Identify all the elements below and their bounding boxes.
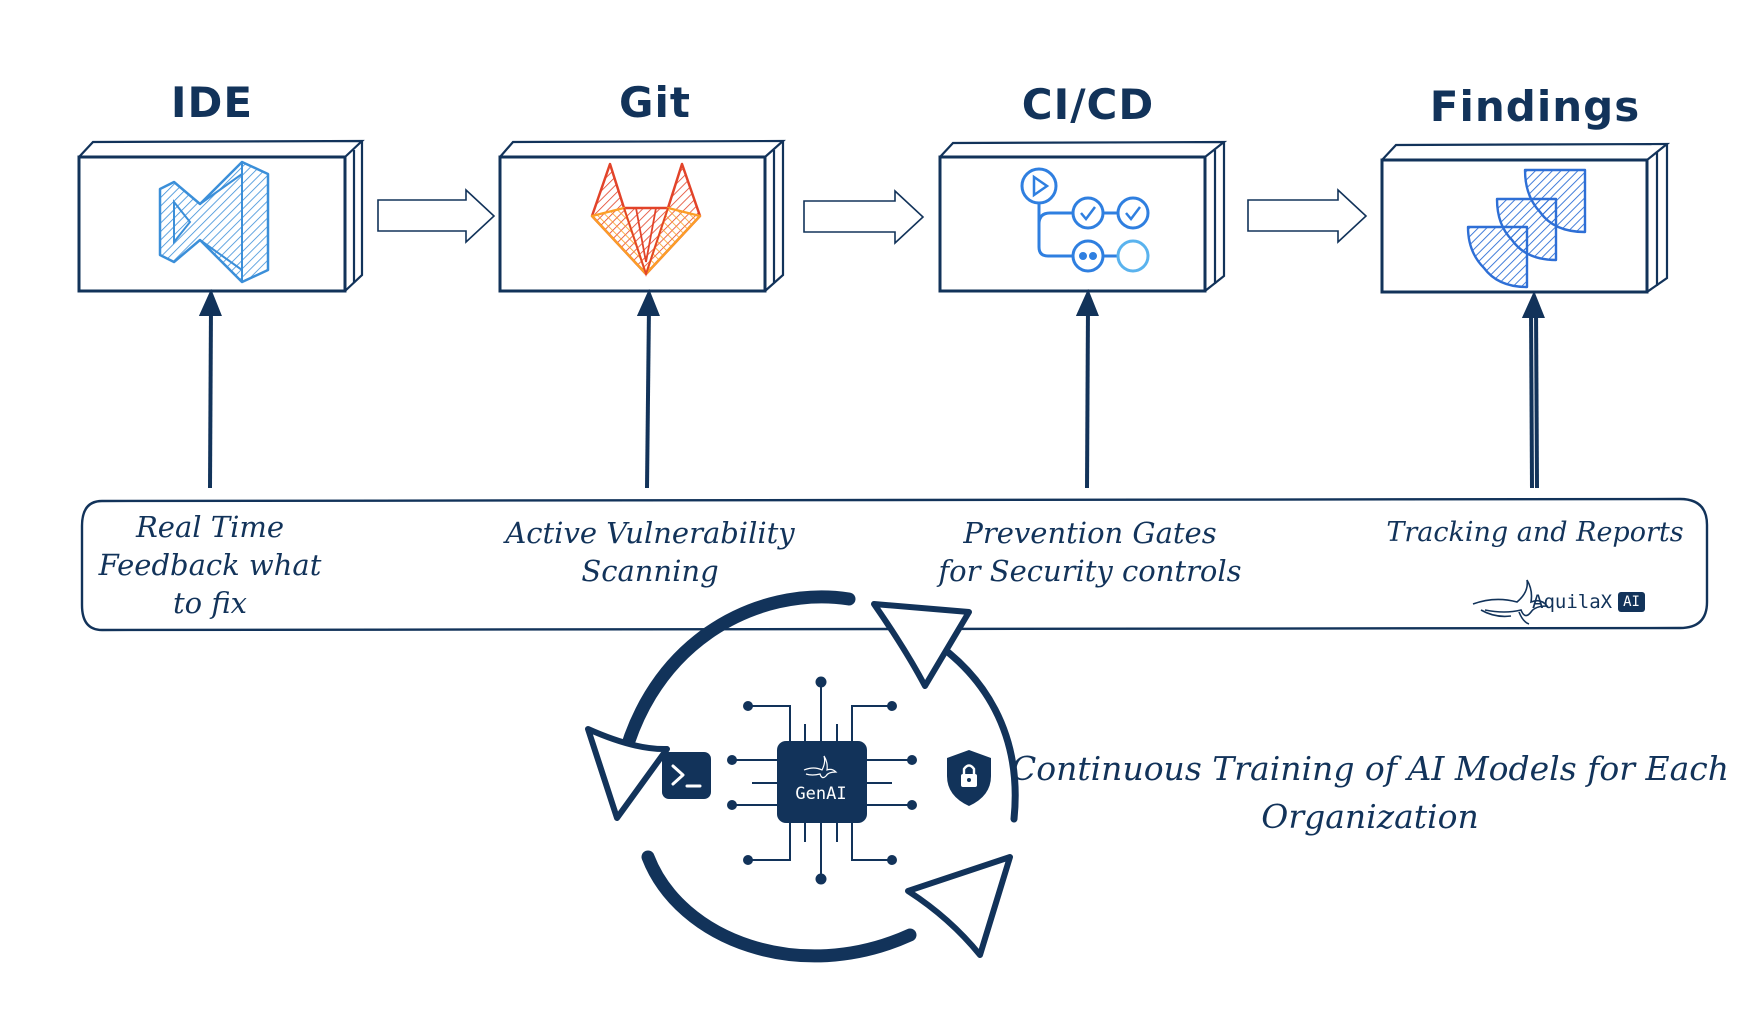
stage-box-cicd xyxy=(938,140,1228,293)
cycle-arrowhead-left xyxy=(585,726,670,821)
cycle-arc-left xyxy=(610,590,856,797)
flow-arrow-1 xyxy=(377,188,496,244)
stage-box-git xyxy=(498,139,786,293)
stage-desc-git: Active Vulnerability Scanning xyxy=(505,516,795,588)
stage-box-ide xyxy=(77,139,365,293)
pipeline-icon xyxy=(1020,167,1150,273)
up-arrow-findings xyxy=(1521,290,1545,489)
brand-logo: AquilaX AI xyxy=(1532,584,1645,620)
capability-band xyxy=(80,497,1709,632)
shield-lock-icon xyxy=(947,750,991,806)
cycle-arrowhead-bottom xyxy=(905,854,1013,958)
stage-title-git: Git xyxy=(619,78,691,127)
chip-eagle-icon xyxy=(803,755,838,779)
eagle-icon xyxy=(1472,579,1549,625)
genai-chip xyxy=(777,741,867,823)
stage-desc-ide: Real Time Feedback what to fix xyxy=(98,510,322,620)
training-caption: Continuous Training of AI Models for Eac… xyxy=(1011,749,1729,836)
up-arrow-git xyxy=(636,288,660,489)
stage-desc-findings: Tracking and Reports xyxy=(1386,517,1684,548)
stage-desc-cicd: Prevention Gates for Security controls xyxy=(938,516,1242,588)
brand-badge: AI xyxy=(1618,592,1645,612)
circuit-traces xyxy=(727,676,917,885)
terminal-icon xyxy=(662,752,711,799)
genai-chip-label: GenAI xyxy=(795,784,847,804)
jira-icon xyxy=(1466,168,1587,289)
up-arrow-cicd xyxy=(1075,288,1099,489)
stage-title-ide: IDE xyxy=(170,78,254,127)
up-arrow-ide xyxy=(198,288,222,489)
brand-name: AquilaX xyxy=(1532,591,1613,613)
training-cycle xyxy=(585,590,1019,963)
stage-title-cicd: CI/CD xyxy=(1021,80,1155,129)
vscode-icon xyxy=(158,160,270,284)
flow-arrow-2 xyxy=(803,189,925,245)
flow-arrow-3 xyxy=(1247,188,1368,244)
stage-title-findings: Findings xyxy=(1429,82,1641,131)
stage-box-findings xyxy=(1380,142,1671,294)
cycle-arc-bottom xyxy=(641,850,917,963)
gitlab-icon xyxy=(590,162,702,277)
cycle-arrowhead-right xyxy=(871,601,972,689)
